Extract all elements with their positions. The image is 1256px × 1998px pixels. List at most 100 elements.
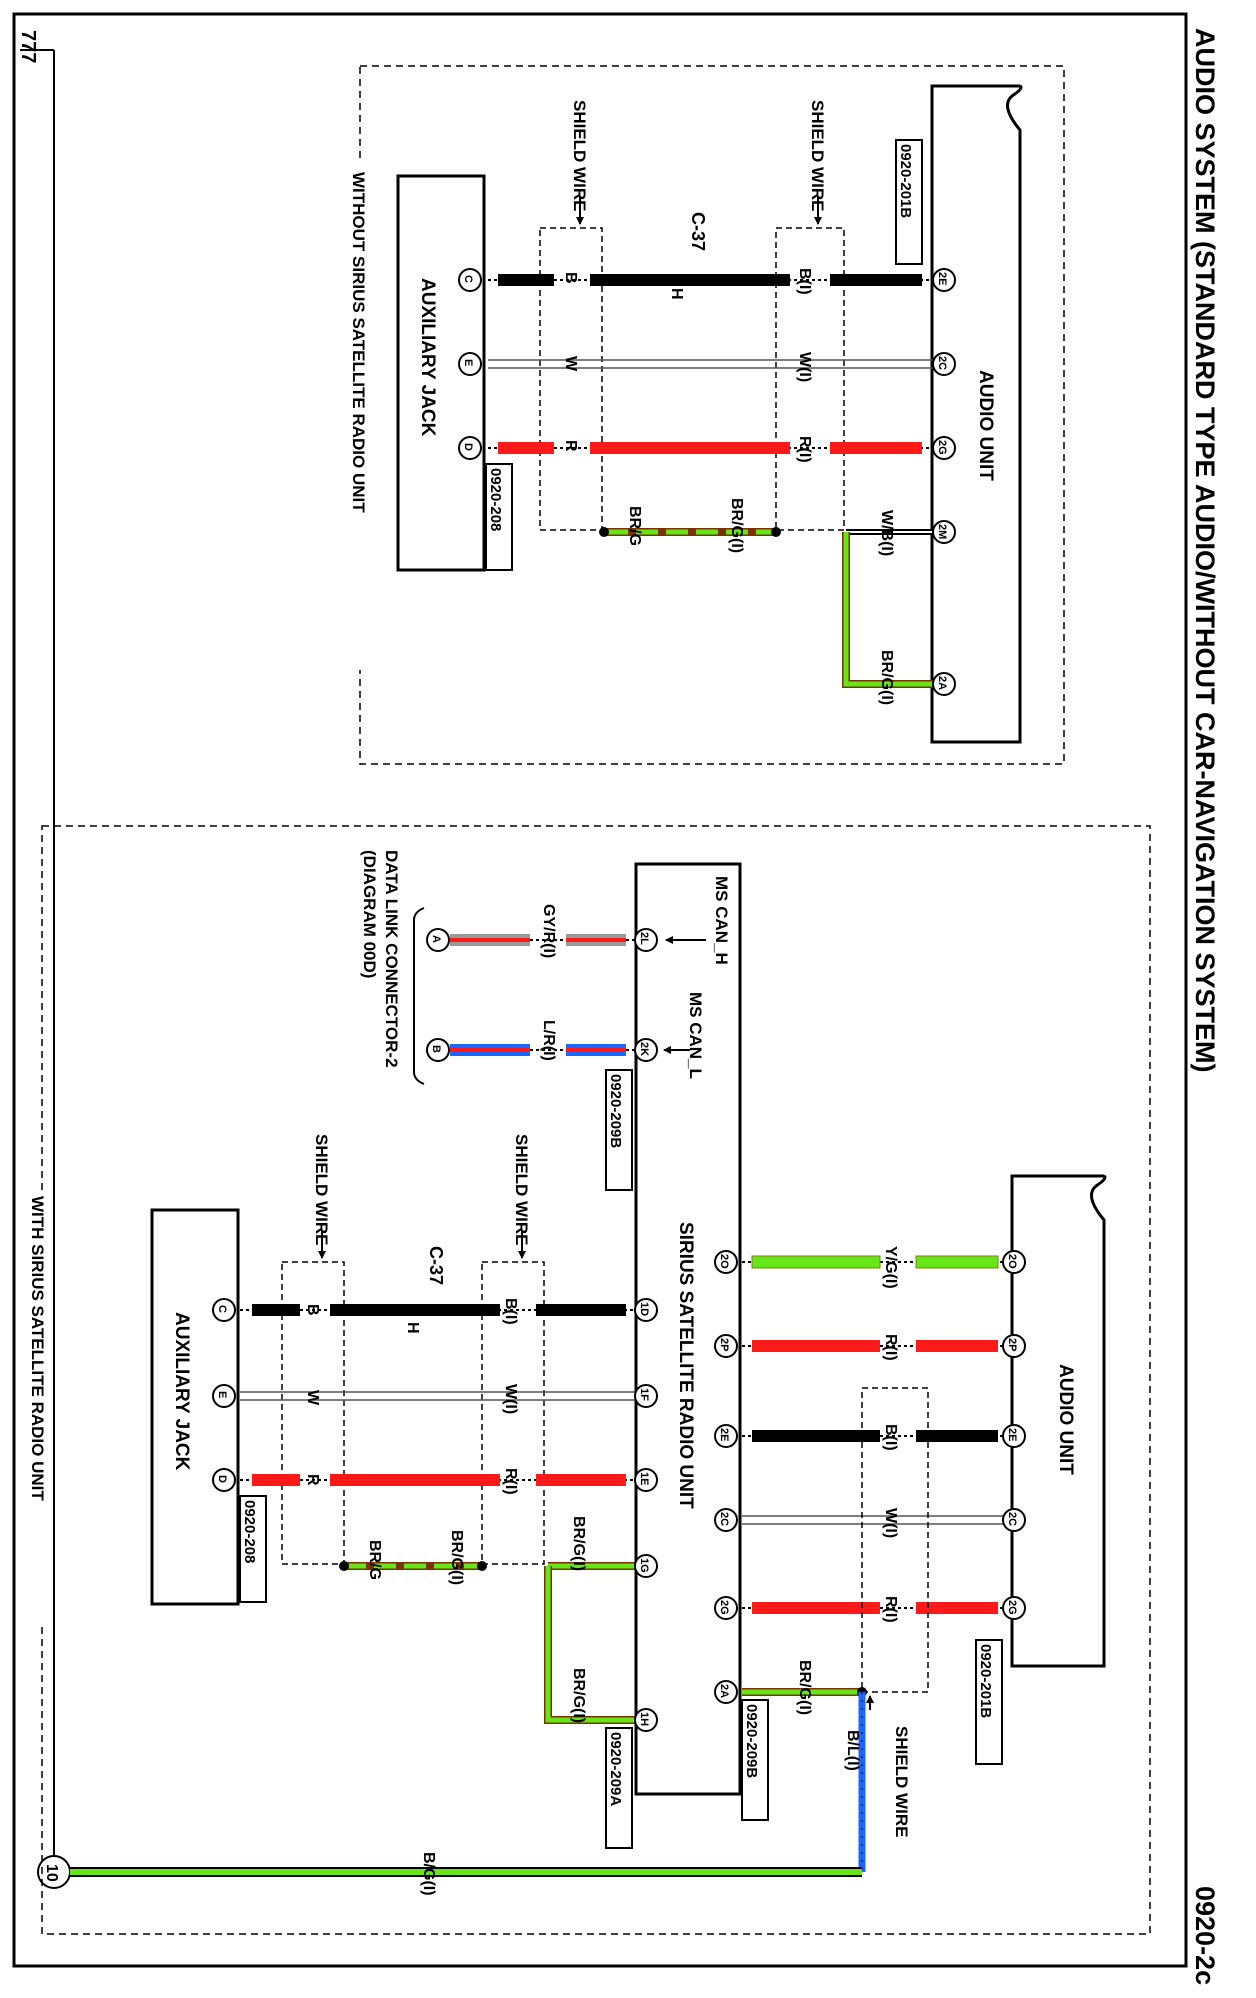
top-shield-box-right xyxy=(775,227,845,531)
ground-number: 10 xyxy=(43,1864,60,1882)
bottom-label-bg xyxy=(28,1190,50,1626)
bottom-aux-wire-labels: B(I) W(I) R(I) BR/G(I) BR/G(I) B W R BR/… xyxy=(304,1298,587,1723)
bottom-audio-shield-label: SHIELD WIRE xyxy=(892,1726,911,1837)
top-audio-pin-2a xyxy=(932,672,956,696)
bottom-aux-wire-brg-1h xyxy=(544,1566,640,1724)
bottom-aux-jack-name: AUXILIARY JACK xyxy=(171,1312,192,1471)
bottom-wire-white-2c xyxy=(742,1515,1012,1525)
top-section-label: WITHOUT SIRIUS SATELLITE RADIO UNIT xyxy=(349,172,368,513)
top-shield-box-left xyxy=(539,227,603,531)
top-audio-connector-id: 0920-201B xyxy=(897,144,914,218)
bottom-section-label: WITH SIRIUS SATELLITE RADIO UNIT xyxy=(28,1196,47,1501)
bottom-audio-shield-box xyxy=(861,1387,929,1693)
top-audio-connector-box xyxy=(895,139,923,265)
svg-text:R(I): R(I) xyxy=(796,436,813,463)
bottom-aux-wire-white xyxy=(240,1391,640,1401)
svg-text:2L: 2L xyxy=(638,932,650,945)
top-connector-sex: H xyxy=(668,288,685,300)
bottom-wire-black-2e xyxy=(742,1430,1012,1442)
svg-text:B: B xyxy=(562,272,579,284)
bottom-wire-red-2p xyxy=(742,1340,1012,1352)
top-intermediate-connector: C-37 xyxy=(688,212,708,251)
svg-text:C: C xyxy=(462,275,474,283)
svg-text:2P: 2P xyxy=(718,1338,730,1351)
top-wire-black xyxy=(488,274,940,286)
svg-text:1G: 1G xyxy=(638,1558,650,1573)
svg-text:L/R(I): L/R(I) xyxy=(540,1020,557,1061)
svg-text:2M: 2M xyxy=(936,524,948,539)
sirius-can-l-label: MS CAN_L xyxy=(686,992,705,1079)
bottom-intermediate-connector: C-37 xyxy=(426,1246,446,1285)
bottom-aux-shield-label-left: SHIELD WIRE xyxy=(312,1134,331,1245)
svg-text:W: W xyxy=(304,1390,321,1406)
svg-text:2P: 2P xyxy=(1006,1338,1018,1351)
svg-text:2O: 2O xyxy=(718,1254,730,1269)
top-wire-brg-drain xyxy=(599,527,781,537)
top-aux-pins: C E D xyxy=(458,268,482,460)
svg-text:E: E xyxy=(216,1391,228,1398)
top-aux-pin-e xyxy=(458,352,482,376)
sirius-can-h-label: MS CAN_H xyxy=(712,876,731,965)
svg-text:BR/G(I): BR/G(I) xyxy=(728,498,745,553)
svg-text:E: E xyxy=(462,359,474,366)
svg-text:A: A xyxy=(430,935,442,943)
svg-text:C: C xyxy=(216,1305,228,1313)
svg-text:2A: 2A xyxy=(718,1684,730,1698)
svg-text:1F: 1F xyxy=(638,1388,650,1401)
sirius-aux-pins: 1D 1F 1E 1G 1H xyxy=(634,1298,658,1732)
top-audio-pin-2m xyxy=(932,520,956,544)
sirius-unit-name: SIRIUS SATELLITE RADIO UNIT xyxy=(675,1222,696,1509)
bottom-audio-connector-box xyxy=(975,1639,1003,1765)
svg-text:BR/G(I): BR/G(I) xyxy=(570,1668,587,1723)
bottom-audio-unit-name: AUDIO UNIT xyxy=(1055,1364,1076,1475)
svg-text:2C: 2C xyxy=(718,1512,730,1526)
svg-text:2A: 2A xyxy=(936,676,948,690)
svg-text:1D: 1D xyxy=(638,1302,650,1316)
svg-text:W(I): W(I) xyxy=(502,1384,519,1414)
top-audio-pin-2e xyxy=(932,268,956,292)
top-audio-pin-2c xyxy=(932,352,956,376)
svg-text:BR/G(I): BR/G(I) xyxy=(570,1516,587,1571)
svg-text:1E: 1E xyxy=(638,1472,650,1485)
bottom-aux-pins: C E D xyxy=(212,1298,236,1492)
svg-text:2E: 2E xyxy=(718,1428,730,1441)
top-shield-label-left: SHIELD WIRE xyxy=(570,100,589,211)
svg-text:B: B xyxy=(304,1304,321,1316)
svg-text:R(I): R(I) xyxy=(882,1334,899,1361)
can-wire-lr xyxy=(440,1044,640,1056)
svg-text:B/G(I): B/G(I) xyxy=(420,1852,437,1896)
svg-text:W: W xyxy=(562,356,579,372)
sirius-connector-209a xyxy=(605,1727,633,1849)
sirius-connector-audio-id: 0920-209B xyxy=(743,1704,760,1778)
svg-text:B(I): B(I) xyxy=(796,268,813,295)
sirius-audio-pins: 2O 2P 2E 2C 2G 2A xyxy=(714,1250,738,1704)
bottom-audio-connector-id: 0920-201B xyxy=(977,1644,994,1718)
sirius-connector-209b-can xyxy=(605,1069,633,1191)
svg-text:2G: 2G xyxy=(718,1600,730,1615)
top-audio-pin-2g xyxy=(932,436,956,460)
bottom-aux-shield-box-right xyxy=(481,1261,545,1565)
top-aux-connector-box xyxy=(485,463,513,571)
svg-text:BR/G(I): BR/G(I) xyxy=(448,1530,465,1585)
svg-text:1H: 1H xyxy=(638,1712,650,1726)
sirius-connector-209b-audio xyxy=(741,1699,769,1821)
svg-text:2E: 2E xyxy=(1006,1428,1018,1441)
bottom-aux-shield-box-left xyxy=(281,1261,345,1565)
top-audio-unit-name: AUDIO UNIT xyxy=(975,370,996,481)
bottom-aux-connector-id: 0920-208 xyxy=(241,1500,258,1563)
dlc-bracket xyxy=(413,907,425,1085)
svg-text:D: D xyxy=(462,443,474,451)
can-wire-gyr xyxy=(440,934,640,946)
top-wire-brg-2a xyxy=(842,532,940,688)
svg-text:2C: 2C xyxy=(1006,1512,1018,1526)
bottom-connector-sex: H xyxy=(404,1322,421,1334)
svg-text:R(I): R(I) xyxy=(502,1468,519,1495)
top-audio-unit-box xyxy=(930,84,1023,744)
svg-text:R: R xyxy=(562,440,579,452)
top-aux-pin-d xyxy=(458,436,482,460)
bottom-aux-shield-label-right: SHIELD WIRE xyxy=(512,1134,531,1245)
svg-text:Y/G(I): Y/G(I) xyxy=(882,1246,899,1289)
svg-text:2K: 2K xyxy=(638,1042,650,1056)
